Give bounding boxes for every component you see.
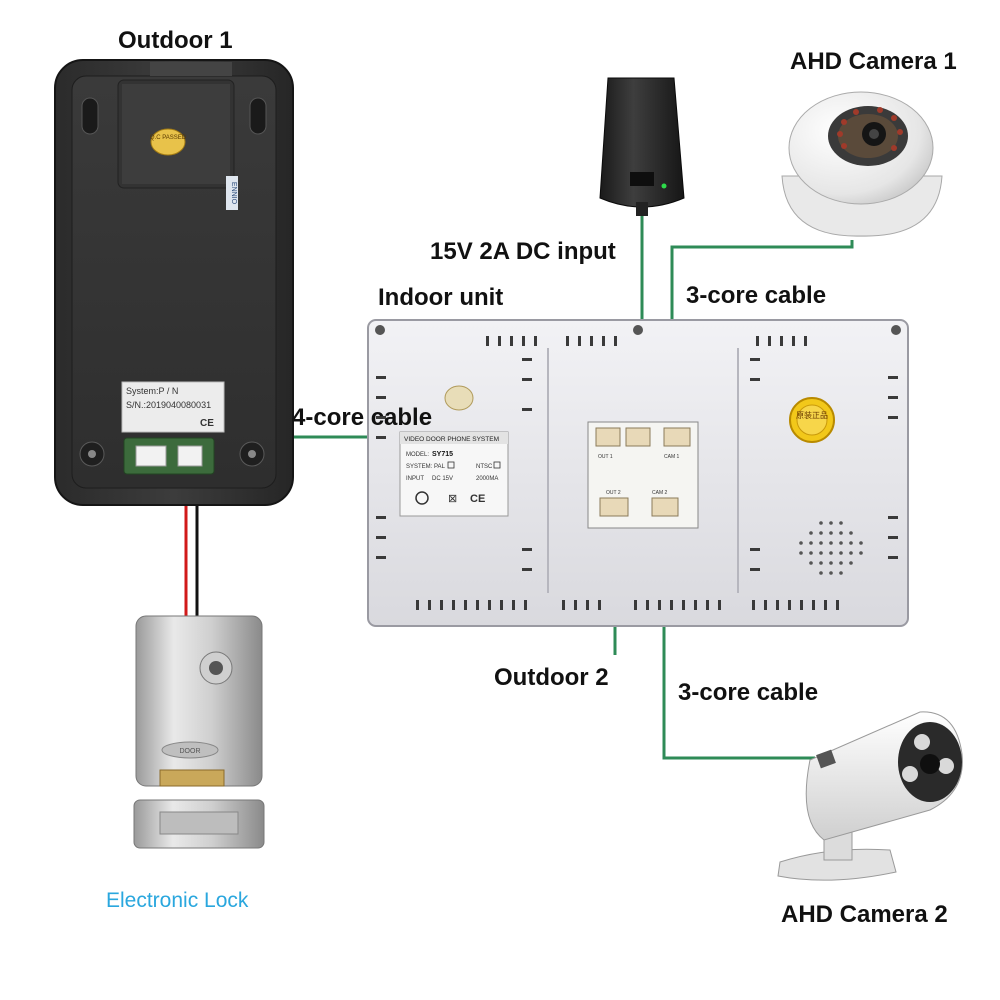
svg-text:CE: CE	[200, 418, 214, 429]
svg-text:System:P / N: System:P / N	[126, 386, 178, 396]
three-core-cable-bottom-label: 3-core cable	[678, 679, 819, 706]
svg-text:OUT 1: OUT 1	[598, 454, 613, 460]
serial-sticker	[121, 381, 225, 433]
indoor-unit-label: Indoor unit	[378, 284, 504, 311]
ahd-camera-1-label: AHD Camera 1	[790, 48, 957, 75]
svg-text:SY715: SY715	[432, 451, 453, 458]
svg-text:OUT 2: OUT 2	[606, 490, 621, 496]
svg-text:⊠: ⊠	[448, 493, 457, 505]
outdoor-unit-1: Q.C PASSED ENNIO System:P / N S/N.:20190…	[54, 59, 294, 506]
svg-text:INPUT: INPUT	[406, 476, 424, 482]
ahd-camera-2-label: AHD Camera 2	[781, 901, 948, 928]
svg-text:SYSTEM: PAL: SYSTEM: PAL	[406, 464, 446, 470]
vent-slots	[376, 336, 898, 610]
ahd-camera-1	[781, 91, 943, 237]
svg-text:DOOR: DOOR	[180, 748, 201, 755]
svg-text:CAM 2: CAM 2	[652, 490, 668, 496]
electronic-lock-label: Electronic Lock	[106, 889, 249, 912]
svg-text:CAM 1: CAM 1	[664, 454, 680, 460]
svg-text:Q.C PASSED: Q.C PASSED	[150, 135, 187, 141]
three-core-cable-top-label: 3-core cable	[686, 282, 827, 309]
indoor-unit: VIDEO DOOR PHONE SYSTEM MODEL: SY715 SYS…	[367, 319, 909, 627]
svg-text:原装正品: 原装正品	[796, 410, 828, 420]
power-adapter	[599, 77, 685, 216]
outdoor-1-label: Outdoor 1	[118, 27, 233, 54]
svg-text:2000MA: 2000MA	[476, 476, 498, 482]
ahd-camera-2	[777, 711, 963, 881]
svg-text:S/N.:2019040080031: S/N.:2019040080031	[126, 400, 211, 410]
power-input-label: 15V 2A DC input	[430, 238, 616, 265]
electronic-lock: DOOR	[133, 615, 265, 849]
outdoor-2-label: Outdoor 2	[494, 664, 609, 691]
qc-sticker	[150, 128, 186, 156]
svg-text:MODEL:: MODEL:	[406, 452, 429, 458]
svg-text:CE: CE	[470, 493, 485, 505]
svg-text:NTSC: NTSC	[476, 464, 493, 470]
speaker-grill	[799, 521, 863, 575]
svg-text:VIDEO DOOR PHONE SYSTEM: VIDEO DOOR PHONE SYSTEM	[404, 436, 499, 443]
svg-text:ENNIO: ENNIO	[230, 182, 237, 205]
svg-text:DC 15V: DC 15V	[432, 476, 453, 482]
four-core-cable-label: 4-core cable	[292, 404, 433, 431]
